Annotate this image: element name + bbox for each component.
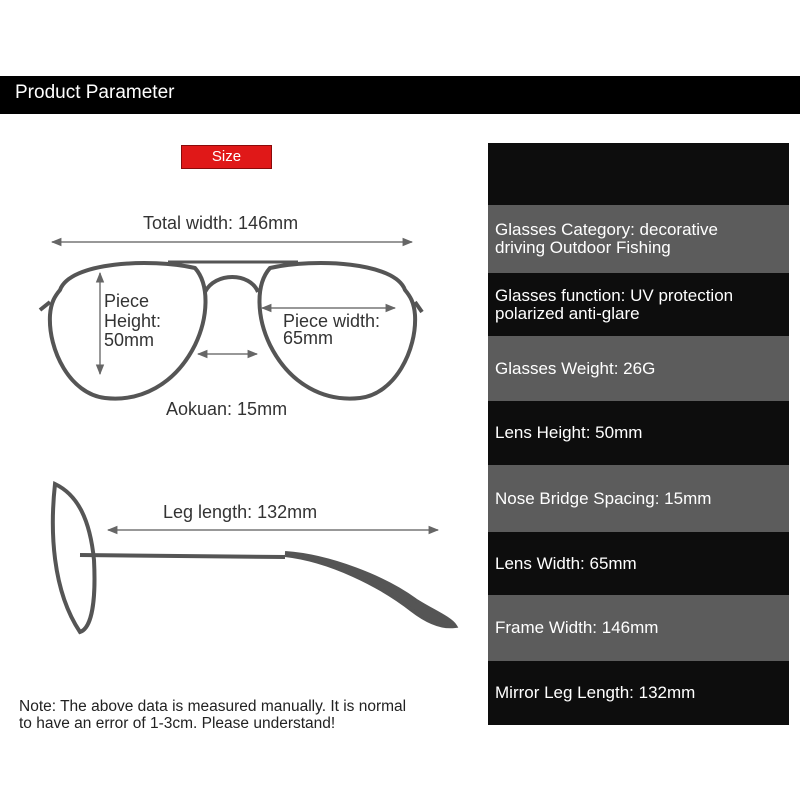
total-width-label: Total width: 146mm — [143, 213, 299, 233]
piece-height-label-line3: 50mm — [104, 330, 155, 350]
front-view-frame — [38, 260, 424, 401]
aokuan-label: Aokuan: 15mm — [166, 399, 288, 419]
row-category-line2: driving Outdoor Fishing — [495, 238, 671, 257]
table-row: Glasses Category: decorative driving Out… — [488, 205, 789, 273]
table-row: Glasses function: UV protection polarize… — [488, 273, 789, 336]
piece-width-label-line2: 65mm — [283, 328, 334, 348]
table-row: Frame Width: 146mm — [488, 595, 789, 661]
header-bar — [0, 76, 800, 114]
table-row: Glasses Weight: 26G — [488, 336, 789, 401]
piece-height-label-line1: Piece — [104, 291, 150, 311]
row-lens-height: Lens Height: 50mm — [495, 423, 643, 442]
piece-height-label-line2: Height: — [104, 311, 162, 331]
table-row: Nose Bridge Spacing: 15mm — [488, 465, 789, 532]
row-category-line1: Glasses Category: decorative — [495, 220, 718, 239]
note-line-1: Note: The above data is measured manuall… — [19, 698, 407, 715]
row-nose-bridge: Nose Bridge Spacing: 15mm — [495, 488, 712, 508]
parameter-table: Glasses Category: decorative driving Out… — [488, 143, 789, 725]
piece-width-label-line1: Piece width: — [283, 311, 381, 331]
page-title: Product Parameter — [15, 82, 175, 103]
table-row: Lens Height: 50mm — [488, 401, 789, 465]
note-line-2: to have an error of 1-3cm. Please unders… — [19, 715, 336, 732]
row-function-line2: polarized anti-glare — [495, 303, 640, 323]
leg-length-label: Leg length: 132mm — [163, 502, 318, 522]
side-view-frame — [50, 480, 459, 635]
row-frame-width: Frame Width: 146mm — [495, 618, 659, 637]
row-leg-length: Mirror Leg Length: 132mm — [495, 683, 696, 702]
table-row: Mirror Leg Length: 132mm — [488, 661, 789, 725]
measurement-note: Note: The above data is measured manuall… — [19, 698, 469, 732]
table-row: Lens Width: 65mm — [488, 532, 789, 595]
row-function-line1: Glasses function: UV protection — [495, 285, 734, 305]
row-weight: Glasses Weight: 26G — [495, 358, 656, 378]
size-badge: Size — [181, 145, 272, 169]
table-header-row — [488, 143, 789, 205]
row-lens-width: Lens Width: 65mm — [495, 553, 637, 573]
